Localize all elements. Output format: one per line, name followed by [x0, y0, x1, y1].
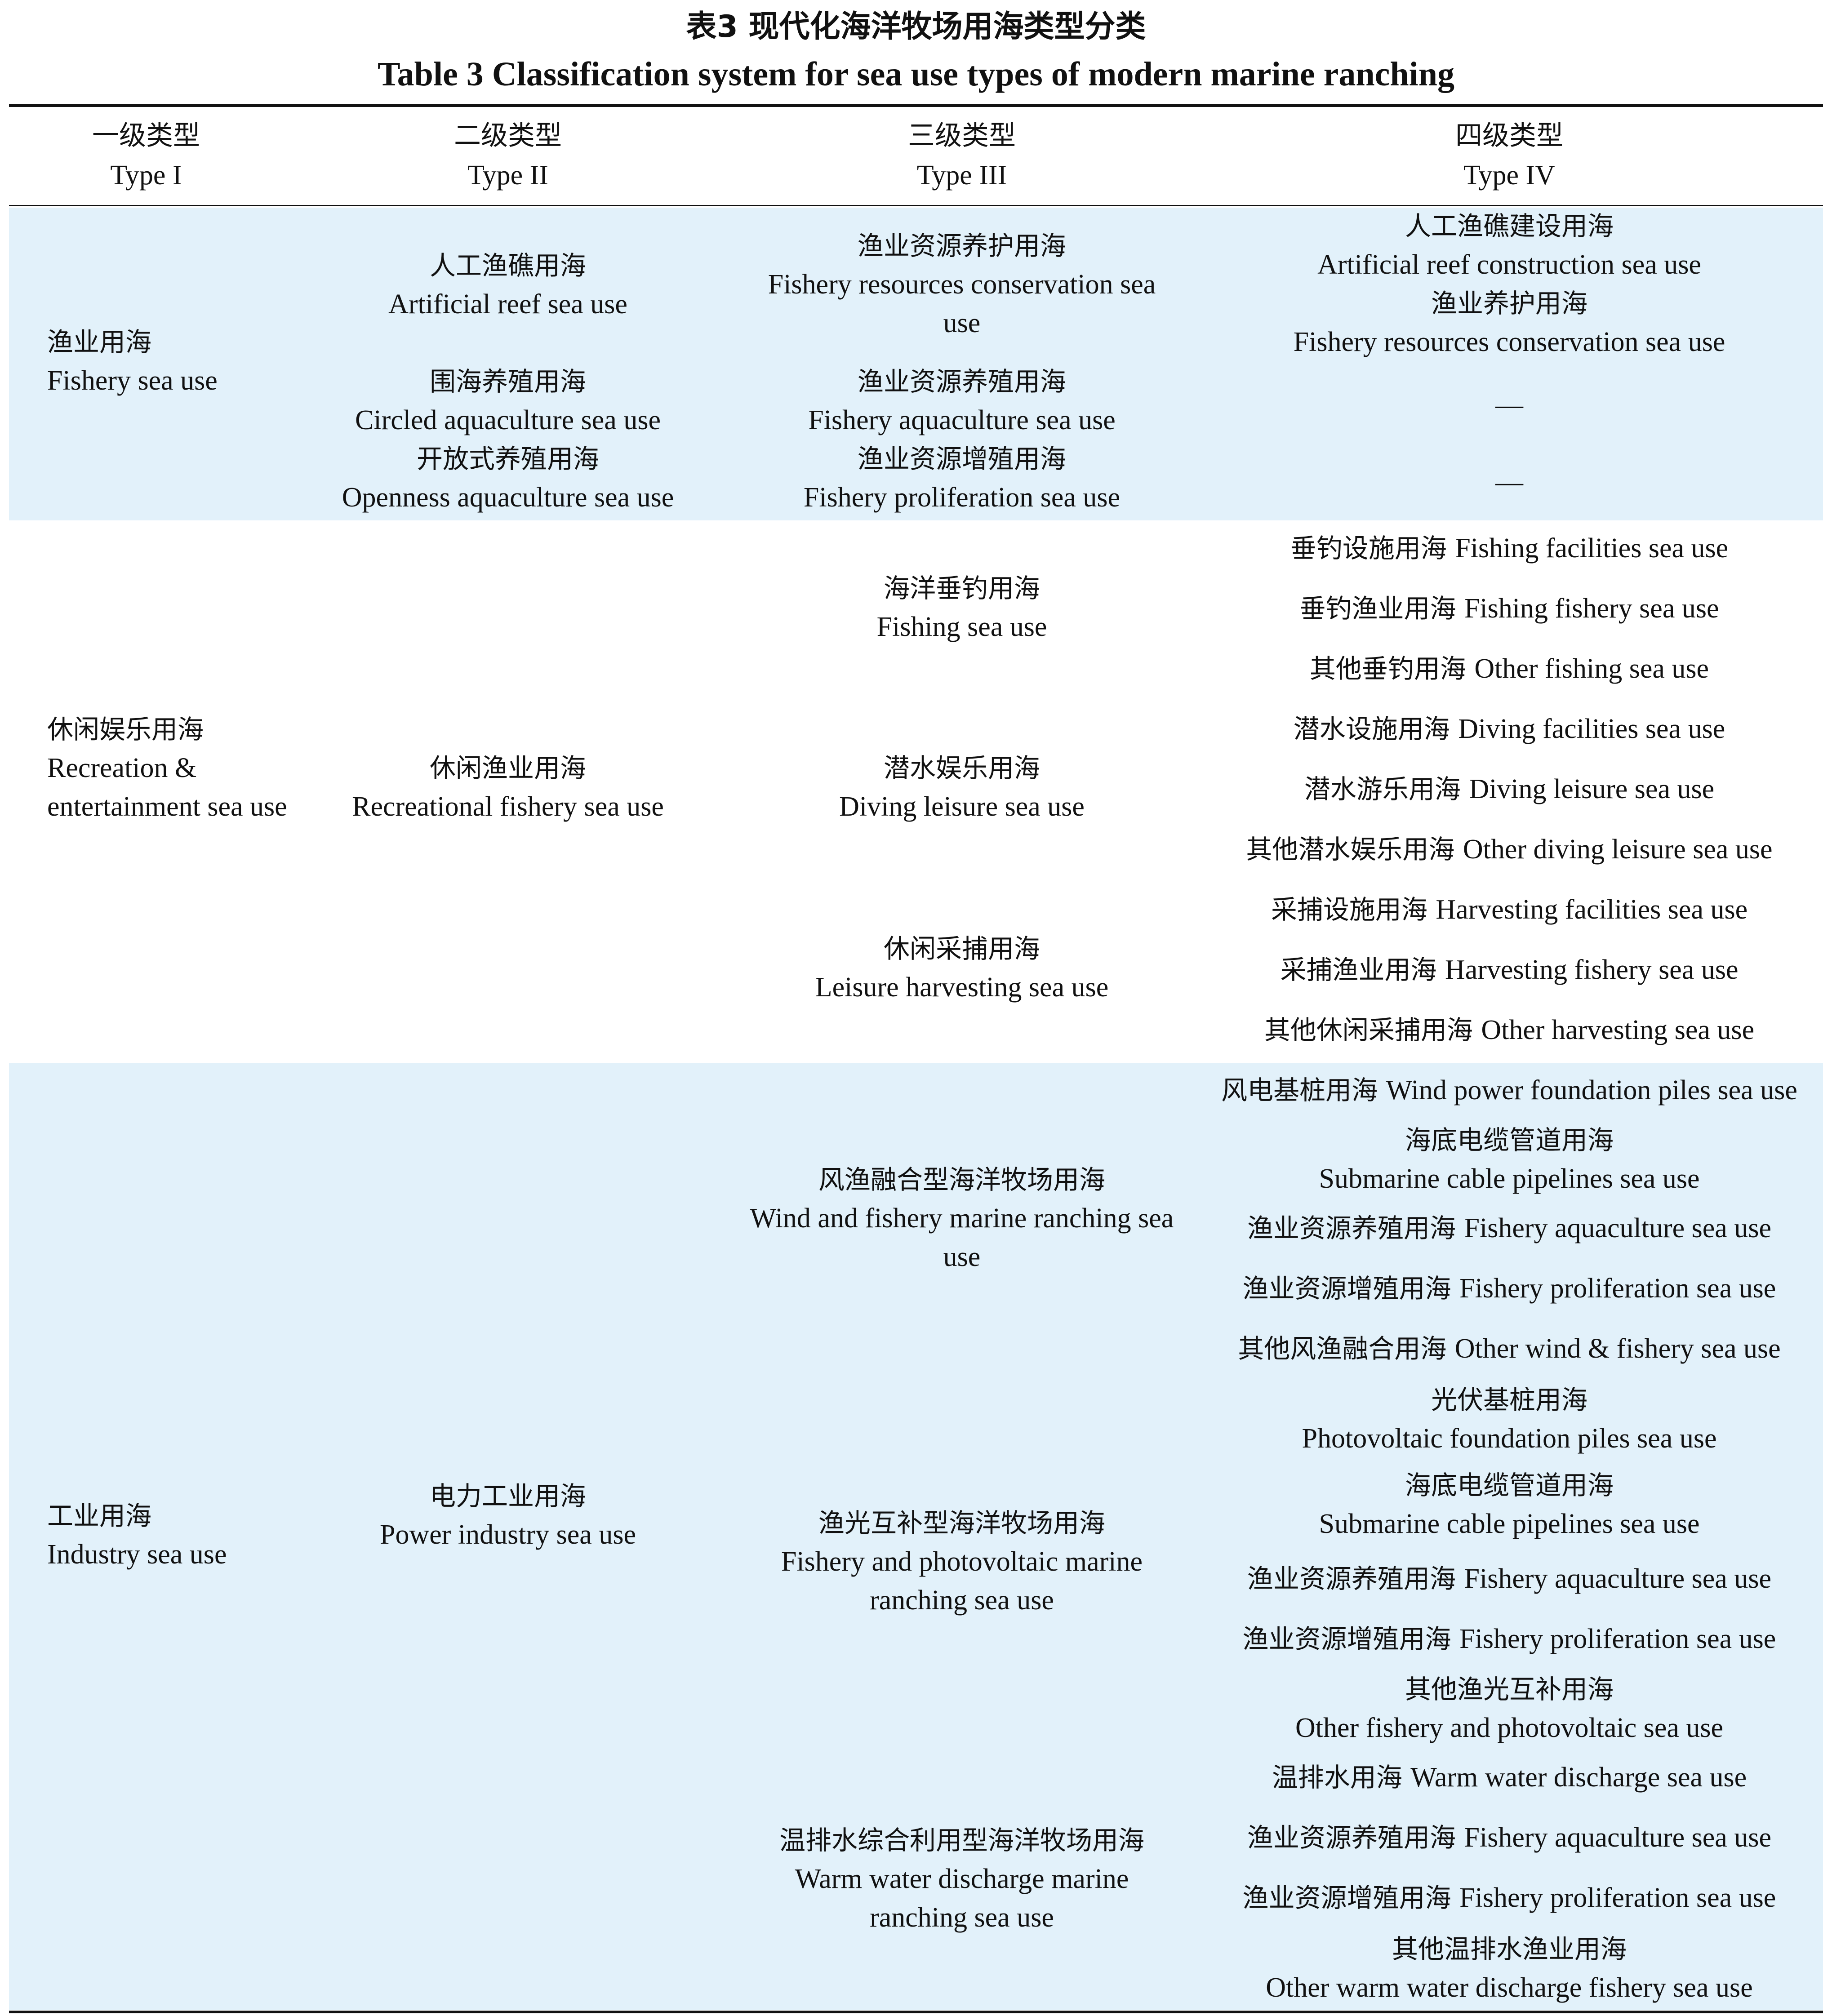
industry-type4-item: 海底电缆管道用海 Submarine cable pipelines sea u…	[1319, 1125, 1700, 1194]
fishery-type4-dash: —	[1495, 390, 1523, 420]
caption-english: Table 3 Classification system for sea us…	[377, 55, 1455, 93]
fishery-type3-item: 渔业资源增殖用海 Fishery proliferation sea use	[803, 444, 1121, 513]
industry-type4-item: 风电基桩用海 Wind power foundation piles sea u…	[1221, 1075, 1797, 1106]
industry-type3-item: 风渔融合型海洋牧场用海 Wind and fishery marine ranc…	[750, 1164, 1174, 1272]
industry-type4-item: 渔业资源养殖用海 Fishery aquaculture sea use	[1247, 1563, 1771, 1594]
fishery-type2-item: 开放式养殖用海 Openness aquaculture sea use	[342, 444, 674, 513]
recreation-type2: 休闲渔业用海 Recreational fishery sea use	[352, 753, 664, 822]
header-type-2: 二级类型 Type II	[454, 120, 562, 191]
recreation-type4-item: 潜水设施用海 Diving facilities sea use	[1293, 714, 1725, 744]
industry-type3-item: 温排水综合利用型海洋牧场用海 Warm water discharge mari…	[779, 1825, 1144, 1933]
fishery-type2-item: 人工渔礁用海 Artificial reef sea use	[388, 250, 627, 320]
industry-type4-item: 其他风渔融合用海 Other wind & fishery sea use	[1238, 1333, 1781, 1364]
header-type-4: 四级类型 Type IV	[1455, 120, 1563, 191]
recreation-type4-item: 潜水游乐用海 Diving leisure sea use	[1304, 774, 1715, 804]
industry-type4-item: 光伏基桩用海 Photovoltaic foundation piles sea…	[1302, 1385, 1717, 1454]
header-rule	[9, 205, 1823, 206]
fishery-type3-item: 渔业资源养殖用海 Fishery aquaculture sea use	[808, 366, 1116, 435]
header-type-3: 三级类型 Type III	[908, 120, 1016, 191]
recreation-type4-item: 其他休闲采捕用海 Other harvesting sea use	[1264, 1015, 1755, 1045]
top-rule	[9, 104, 1823, 107]
industry-type3-item: 渔光互补型海洋牧场用海 Fishery and photovoltaic mar…	[781, 1508, 1143, 1616]
fishery-type4-dash: —	[1495, 467, 1523, 497]
industry-type2: 电力工业用海 Power industry sea use	[380, 1481, 636, 1550]
caption-chinese: 表3 现代化海洋牧场用海类型分类	[686, 9, 1146, 44]
industry-type4-item: 渔业资源养殖用海 Fishery aquaculture sea use	[1247, 1822, 1771, 1853]
industry-band	[9, 1063, 1823, 2010]
fishery-type1: 渔业用海 Fishery sea use	[47, 327, 218, 396]
fishery-band	[9, 208, 1823, 520]
recreation-type3-item: 海洋垂钓用海 Fishing sea use	[876, 573, 1047, 642]
industry-type4-item: 其他渔光互补用海 Other fishery and photovoltaic …	[1295, 1674, 1724, 1743]
industry-type4-item: 渔业资源增殖用海 Fishery proliferation sea use	[1242, 1273, 1776, 1304]
industry-type4-item: 渔业资源增殖用海 Fishery proliferation sea use	[1242, 1883, 1776, 1913]
bottom-rule	[9, 2011, 1823, 2013]
fishery-type4-item: 人工渔礁建设用海 Artificial reef construction se…	[1317, 211, 1701, 280]
header-type-1: 一级类型 Type I	[92, 120, 200, 191]
industry-type4-item: 渔业资源增殖用海 Fishery proliferation sea use	[1242, 1624, 1776, 1654]
industry-type1: 工业用海 Industry sea use	[47, 1501, 227, 1570]
recreation-type3-item: 潜水娱乐用海 Diving leisure sea use	[839, 753, 1085, 822]
recreation-type4-item: 采捕设施用海 Harvesting facilities sea use	[1271, 894, 1748, 925]
recreation-type1: 休闲娱乐用海 Recreation & entertainment sea us…	[47, 714, 287, 822]
industry-type4-item: 海底电缆管道用海 Submarine cable pipelines sea u…	[1319, 1470, 1700, 1539]
recreation-type4-item: 垂钓设施用海 Fishing facilities sea use	[1290, 533, 1729, 564]
industry-type4-item: 其他温排水渔业用海 Other warm water discharge fis…	[1266, 1934, 1753, 2003]
recreation-type4-item: 其他潜水娱乐用海 Other diving leisure sea use	[1246, 834, 1773, 865]
fishery-type2-item: 围海养殖用海 Circled aquaculture sea use	[355, 366, 661, 435]
recreation-type4-item: 采捕渔业用海 Harvesting fishery sea use	[1280, 955, 1739, 985]
recreation-type4-item: 垂钓渔业用海 Fishing fishery sea use	[1299, 593, 1719, 624]
fishery-type4-item: 渔业养护用海 Fishery resources conservation se…	[1293, 288, 1725, 357]
industry-type4-item: 渔业资源养殖用海 Fishery aquaculture sea use	[1247, 1213, 1771, 1243]
recreation-type3-item: 休闲采捕用海 Leisure harvesting sea use	[815, 933, 1109, 1003]
fishery-type3-item: 渔业资源养护用海 Fishery resources conservation …	[768, 231, 1156, 338]
industry-type4-item: 温排水用海 Warm water discharge sea use	[1272, 1762, 1747, 1793]
table-caption: 表3 现代化海洋牧场用海类型分类 Table 3 Classification …	[0, 4, 1832, 99]
recreation-type4-item: 其他垂钓用海 Other fishing sea use	[1309, 653, 1709, 684]
